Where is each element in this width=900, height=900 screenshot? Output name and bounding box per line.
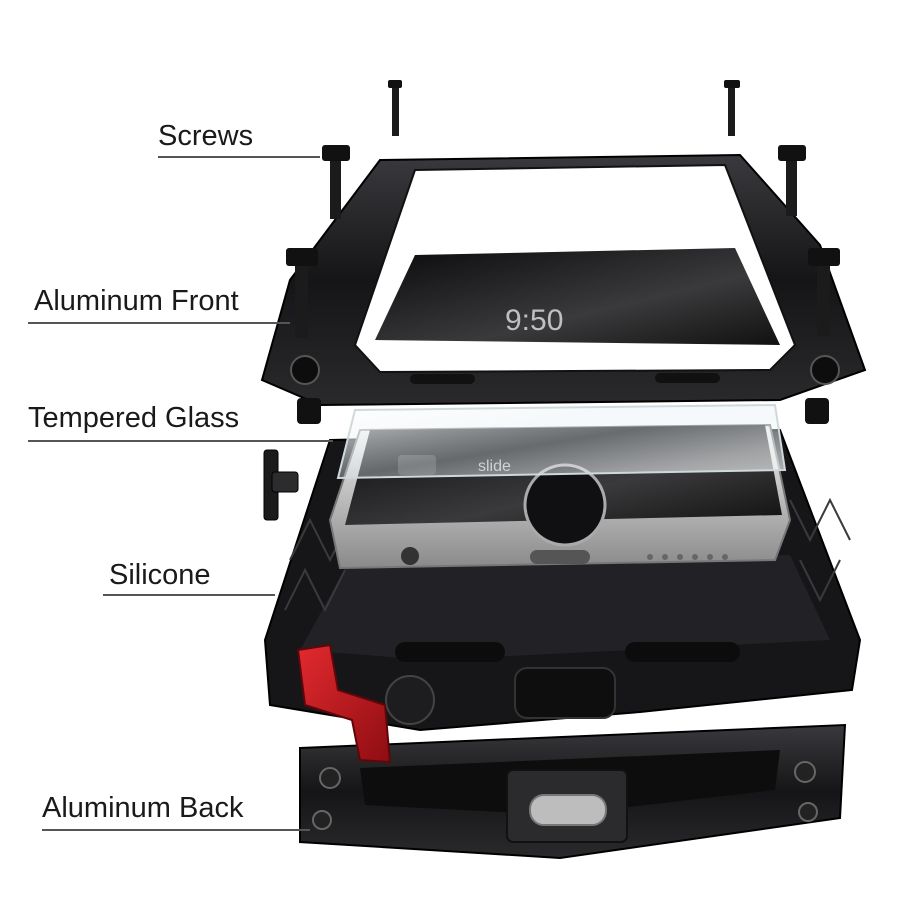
label-aluminum-front: Aluminum Front — [34, 285, 239, 317]
screw — [286, 248, 318, 338]
tempered-glass-panel — [336, 403, 787, 480]
screw — [322, 145, 350, 219]
leader-line-aluminum-back — [42, 829, 310, 831]
aluminum-front-frame: 9:50 — [260, 153, 867, 424]
leader-line-tempered-glass — [28, 440, 333, 442]
label-silicone: Silicone — [109, 559, 211, 591]
screw — [778, 145, 806, 216]
leader-line-screws — [158, 156, 320, 158]
screw — [724, 80, 740, 136]
label-tempered-glass: Tempered Glass — [28, 402, 240, 434]
label-aluminum-back: Aluminum Back — [42, 792, 244, 824]
aluminum-back-plate — [299, 723, 847, 860]
leader-line-silicone — [103, 594, 275, 596]
label-screws: Screws — [158, 120, 254, 152]
side-button-piece — [263, 449, 299, 521]
screw — [808, 248, 840, 336]
screw — [388, 80, 402, 136]
screws-group — [286, 80, 840, 338]
lockscreen-time: 9:50 — [505, 304, 563, 337]
red-latch — [296, 643, 392, 764]
leader-line-aluminum-front — [28, 322, 290, 324]
